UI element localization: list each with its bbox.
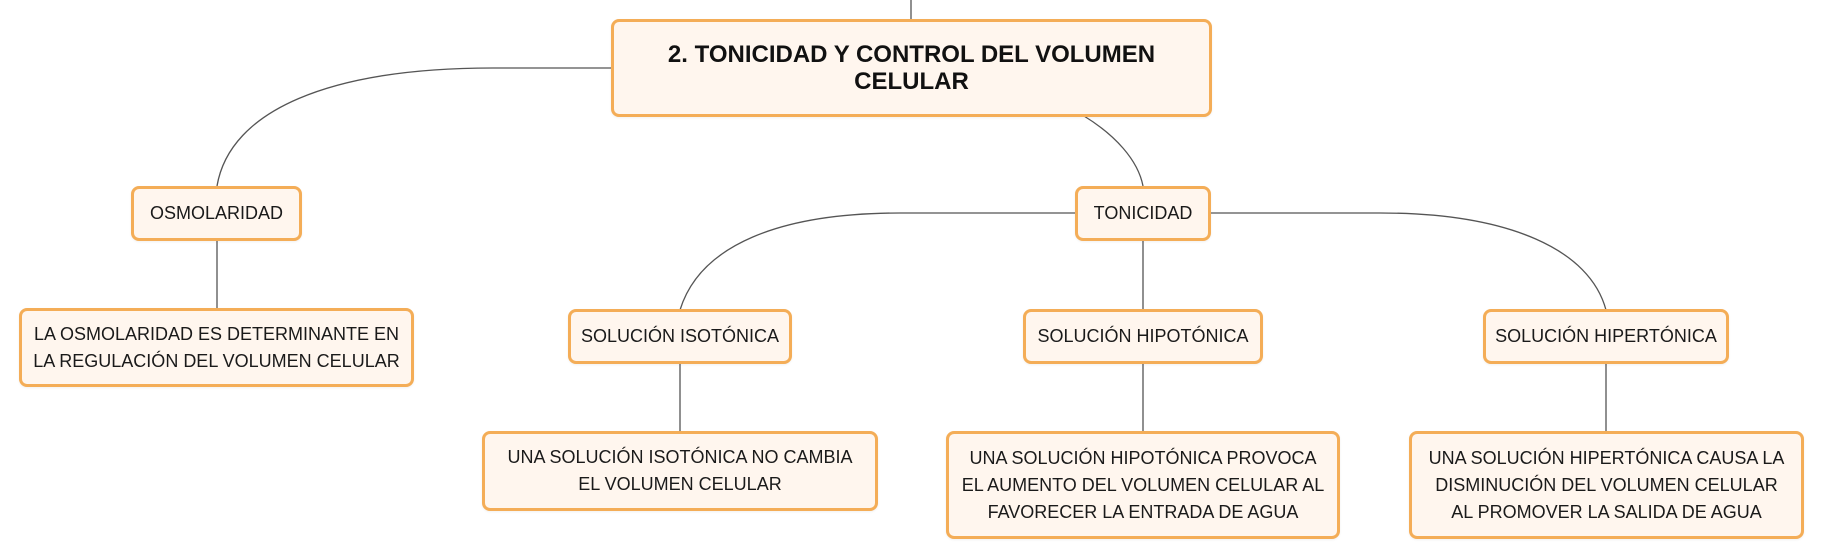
connector-tonicidad-to-hipertonica bbox=[1211, 212, 1607, 311]
osmolaridad-label: OSMOLARIDAD bbox=[149, 203, 284, 223]
isotonica-detail-node[interactable]: UNA SOLUCIÓN ISOTÓNICA NO CAMBIA EL VOLU… bbox=[482, 431, 878, 511]
root-topic-label: 2. TONICIDAD Y CONTROL DEL VOLUMEN CELUL… bbox=[667, 41, 1156, 95]
root-topic-node[interactable]: 2. TONICIDAD Y CONTROL DEL VOLUMEN CELUL… bbox=[611, 19, 1212, 117]
hipertonica-node[interactable]: SOLUCIÓN HIPERTÓNICA bbox=[1483, 309, 1729, 364]
tonicidad-node[interactable]: TONICIDAD bbox=[1075, 186, 1211, 241]
tonicidad-label: TONICIDAD bbox=[1093, 203, 1193, 223]
osmolaridad-detail-node[interactable]: LA OSMOLARIDAD ES DETERMINANTE EN LA REG… bbox=[19, 308, 414, 387]
connector-root-to-osmolaridad bbox=[216, 67, 612, 187]
hipertonica-detail-node[interactable]: UNA SOLUCIÓN HIPERTÓNICA CAUSA LA DISMIN… bbox=[1409, 431, 1804, 539]
connector-tonicidad-to-isotonica bbox=[679, 212, 1076, 311]
isotonica-node[interactable]: SOLUCIÓN ISOTÓNICA bbox=[568, 309, 792, 364]
hipotonica-detail-node[interactable]: UNA SOLUCIÓN HIPOTÓNICA PROVOCA EL AUMEN… bbox=[946, 431, 1340, 539]
osmolaridad-detail-text: LA OSMOLARIDAD ES DETERMINANTE EN LA REG… bbox=[33, 323, 400, 371]
isotonica-label: SOLUCIÓN ISOTÓNICA bbox=[580, 326, 780, 346]
hipertonica-detail-text: UNA SOLUCIÓN HIPERTÓNICA CAUSA LA DISMIN… bbox=[1428, 447, 1785, 522]
osmolaridad-node[interactable]: OSMOLARIDAD bbox=[131, 186, 302, 241]
isotonica-detail-text: UNA SOLUCIÓN ISOTÓNICA NO CAMBIA EL VOLU… bbox=[507, 447, 853, 494]
hipertonica-label: SOLUCIÓN HIPERTÓNICA bbox=[1495, 326, 1717, 346]
hipotonica-node[interactable]: SOLUCIÓN HIPOTÓNICA bbox=[1023, 309, 1263, 364]
connector-root-to-tonicidad bbox=[1083, 115, 1144, 187]
hipotonica-detail-text: UNA SOLUCIÓN HIPOTÓNICA PROVOCA EL AUMEN… bbox=[961, 447, 1325, 522]
hipotonica-label: SOLUCIÓN HIPOTÓNICA bbox=[1037, 326, 1249, 346]
